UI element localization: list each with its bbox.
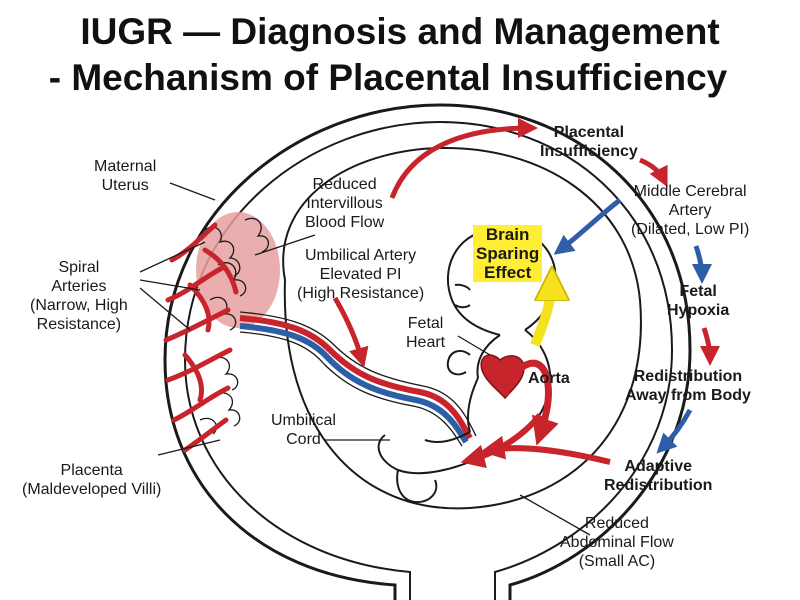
uterus-inner-wall (183, 120, 674, 600)
amniotic-sac (282, 146, 642, 510)
brain-sparing-arrow (530, 280, 552, 347)
reduced-intervillous-arrow (389, 118, 538, 199)
aorta-arch-arrow (501, 359, 559, 446)
title-line-1: IUGR — Diagnosis and Management (80, 11, 720, 52)
flow-arrow-mca-to-brain (553, 198, 622, 255)
flow-arrow-hypoxia-to-redistribution (699, 327, 720, 366)
label-placenta: Placenta(Maldeveloped Villi) (22, 462, 162, 498)
title-line-2: - Mechanism of Placental Insufficiency (48, 57, 728, 98)
flow-arrow-redistribution-to-adaptive (656, 408, 693, 454)
flow-arrow-insufficiency-to-mca (638, 157, 668, 188)
umbilical-cord-artery (239, 315, 473, 440)
label-aorta: Aorta (528, 370, 570, 387)
reduced-abdominal-arrow (460, 413, 543, 469)
flow-arrow-mca-to-hypoxia (691, 245, 712, 284)
umbilical-cord-outline (239, 311, 477, 447)
placenta-highlight (196, 212, 280, 328)
spiral-arteries (163, 222, 239, 453)
umbilical-cord-vein (239, 323, 469, 444)
fetal-heart (480, 354, 525, 400)
adaptive-redistribution-arrow (480, 435, 611, 465)
leader-lines (139, 182, 591, 536)
umbilical-artery-arrow (332, 296, 369, 368)
